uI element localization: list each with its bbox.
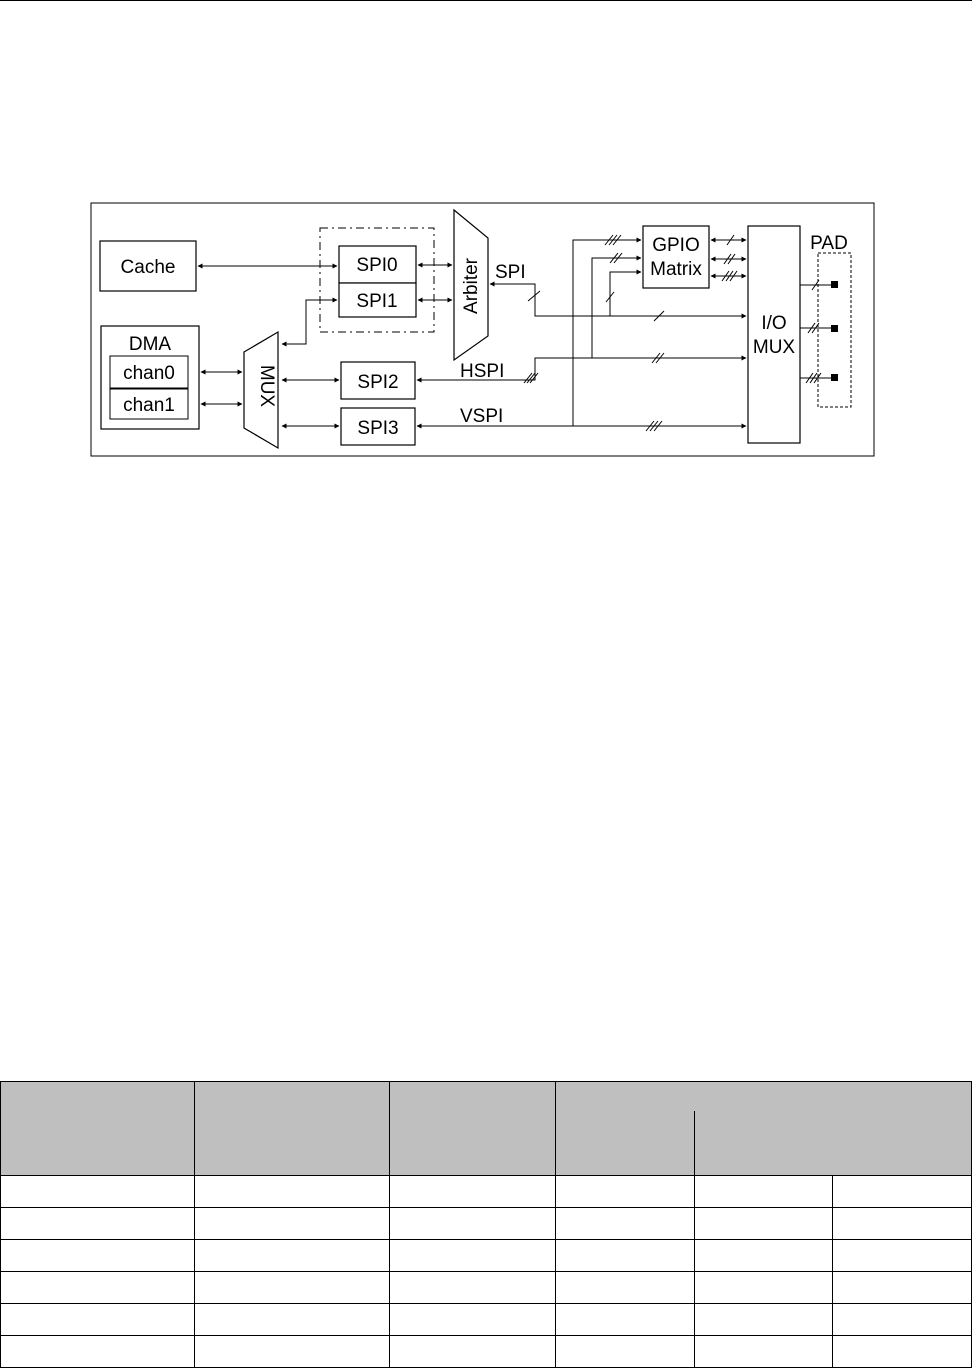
spi1-block: SPI1 xyxy=(338,282,417,318)
vspi-signal-label: VSPI xyxy=(460,406,503,427)
table-col-rule xyxy=(694,1111,695,1368)
chan1-label: chan1 xyxy=(123,395,175,416)
table-header-band xyxy=(0,1081,972,1175)
matrix-label: Matrix xyxy=(650,259,702,280)
table-rule xyxy=(0,1175,972,1176)
spi0-label: SPI0 xyxy=(356,255,397,276)
dma-label: DMA xyxy=(129,334,172,355)
table-col-rule xyxy=(832,1175,833,1368)
spi0-block: SPI0 xyxy=(338,245,417,284)
table-rule xyxy=(0,1081,972,1082)
spi2-label: SPI2 xyxy=(357,372,398,393)
table-col-rule xyxy=(555,1081,556,1368)
hspi-signal-label: HSPI xyxy=(460,361,504,382)
bus-width-marks xyxy=(523,234,822,432)
gpio-matrix-block: GPIO Matrix xyxy=(642,225,710,289)
table-rule xyxy=(0,1271,972,1272)
table-col-rule xyxy=(0,1081,1,1368)
mux-label: MUX xyxy=(256,365,277,408)
mux-block: MUX xyxy=(243,330,279,450)
arbiter-label: Arbiter xyxy=(461,257,482,314)
table-rule xyxy=(0,1303,972,1304)
table-rule xyxy=(0,1335,972,1336)
cache-block: Cache xyxy=(99,240,197,292)
spi-signal-label: SPI xyxy=(495,262,526,283)
page-top-rule xyxy=(0,0,972,1)
table-rule xyxy=(0,1239,972,1240)
spi3-label: SPI3 xyxy=(357,418,398,439)
arbiter-block: Arbiter xyxy=(453,208,489,362)
dma-block: DMA chan0 chan1 xyxy=(100,325,200,430)
table-col-rule xyxy=(194,1081,195,1368)
gpio-label: GPIO xyxy=(652,235,700,256)
table-rule xyxy=(0,1207,972,1208)
connection-lines xyxy=(197,237,831,429)
spi-block-diagram: Cache DMA chan0 chan1 MUX SPI0 SPI1 SPI2… xyxy=(90,202,875,457)
chan0-label: chan0 xyxy=(123,363,175,384)
spi01-group-outline xyxy=(319,227,435,333)
pad-block: PAD xyxy=(810,233,852,408)
io-mux-label: MUX xyxy=(753,337,796,358)
spi1-label: SPI1 xyxy=(356,291,397,312)
cache-label: Cache xyxy=(121,257,176,278)
pad-label: PAD xyxy=(810,233,848,254)
table-col-rule xyxy=(389,1081,390,1368)
spi2-block: SPI2 xyxy=(340,361,416,400)
diagram-frame xyxy=(90,202,875,457)
io-label: I/O xyxy=(761,313,786,334)
io-mux-block: I/O MUX xyxy=(747,225,801,444)
empty-table xyxy=(0,1081,972,1368)
spi3-block: SPI3 xyxy=(340,407,416,446)
